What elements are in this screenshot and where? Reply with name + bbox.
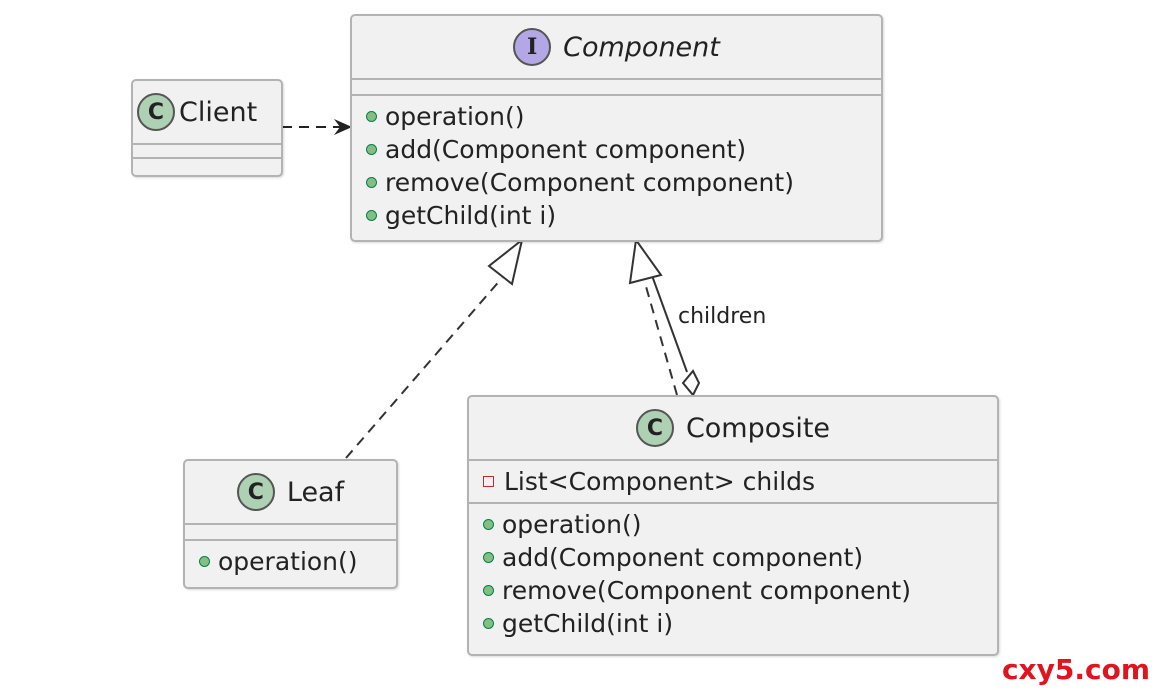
composite-name: Composite <box>685 412 831 444</box>
component-attributes-divider <box>352 78 881 80</box>
leaf-attributes-section <box>185 525 396 539</box>
aggregation-label: children <box>678 304 767 329</box>
leaf-class-box: C Leaf operation() <box>183 459 398 589</box>
leaf-methods: operation() <box>185 541 396 582</box>
client-class-box: C Client <box>131 79 283 177</box>
composite-header: C Composite <box>469 397 997 459</box>
client-attributes-section <box>133 145 281 157</box>
component-name: Component <box>563 31 720 63</box>
method-row: add(Component component) <box>366 133 881 166</box>
public-visibility-icon <box>366 111 377 122</box>
private-visibility-icon <box>483 476 494 487</box>
client-attributes-divider <box>133 143 281 145</box>
composite-realization-line <box>644 282 678 396</box>
public-visibility-icon <box>366 177 377 188</box>
composite-fields: List<Component> childs <box>469 461 997 502</box>
leaf-methods-divider <box>185 539 396 541</box>
method-row: add(Component component) <box>483 541 997 574</box>
composite-attributes-divider <box>469 459 997 461</box>
client-methods-divider <box>133 157 281 159</box>
method-row: operation() <box>483 508 997 541</box>
class-icon: C <box>236 473 275 511</box>
component-header: I Component <box>352 16 881 78</box>
component-attributes-section <box>352 80 881 94</box>
public-visibility-icon <box>483 585 494 596</box>
method-row: remove(Component component) <box>483 574 997 607</box>
method-row: getChild(int i) <box>483 607 997 640</box>
public-visibility-icon <box>199 556 210 567</box>
public-visibility-icon <box>483 618 494 629</box>
leaf-header: C Leaf <box>185 461 396 523</box>
method-row: operation() <box>199 545 396 578</box>
interface-icon: I <box>513 28 552 66</box>
aggregation-line <box>649 269 688 373</box>
watermark-logo: cxy5.com <box>1001 653 1150 686</box>
class-icon: C <box>635 409 674 447</box>
leaf-attributes-divider <box>185 523 396 525</box>
dependency-arrowhead <box>334 119 352 135</box>
method-row: remove(Component component) <box>366 166 881 199</box>
client-header: C Client <box>133 81 281 143</box>
public-visibility-icon <box>483 519 494 530</box>
leaf-realization-line <box>345 277 503 459</box>
composite-class-box: C Composite List<Component> childs opera… <box>467 395 999 656</box>
method-row: getChild(int i) <box>366 199 881 232</box>
component-interface-box: I Component operation() add(Component co… <box>350 14 883 242</box>
method-row: operation() <box>366 100 881 133</box>
realization-arrowhead-shared <box>628 237 663 285</box>
aggregation-diamond <box>681 369 701 397</box>
composite-methods: operation() add(Component component) rem… <box>469 504 997 644</box>
leaf-name: Leaf <box>286 476 345 508</box>
client-name: Client <box>179 96 258 128</box>
component-methods: operation() add(Component component) rem… <box>352 96 881 236</box>
public-visibility-icon <box>366 210 377 221</box>
public-visibility-icon <box>483 552 494 563</box>
composite-methods-divider <box>469 502 997 504</box>
leaf-realization-arrowhead <box>487 237 524 286</box>
component-methods-divider <box>352 94 881 96</box>
public-visibility-icon <box>366 144 377 155</box>
field-row: List<Component> childs <box>483 465 997 498</box>
class-icon: C <box>137 93 175 131</box>
